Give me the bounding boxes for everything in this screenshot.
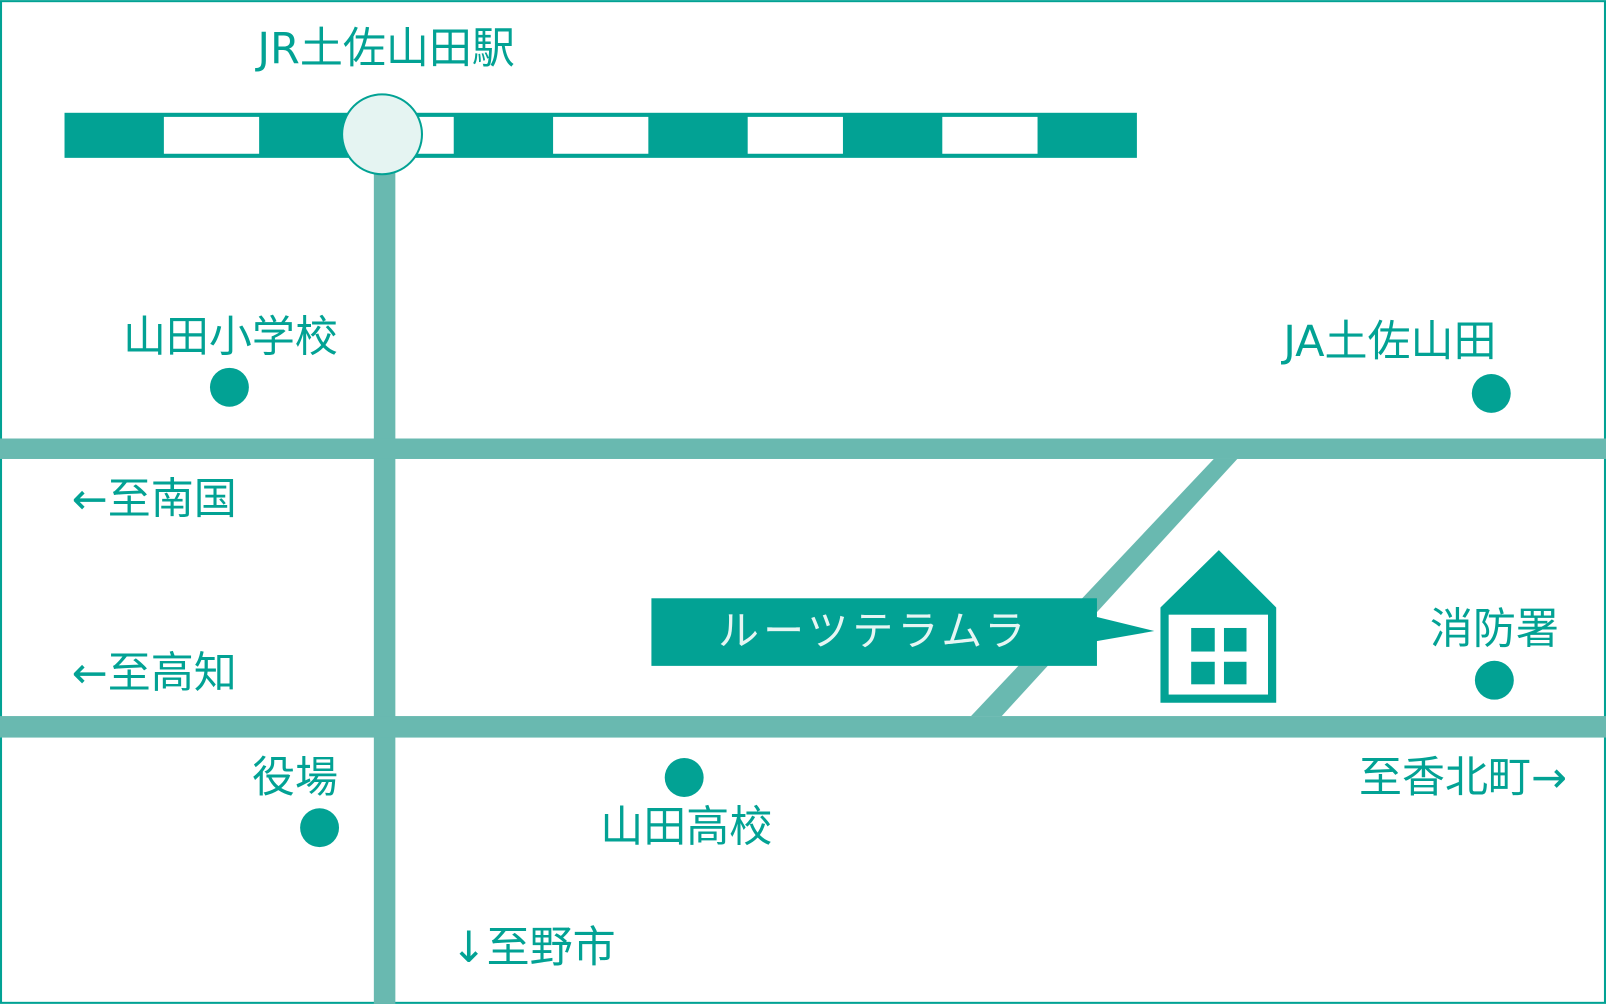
- direction-kochi: ←至高知: [72, 649, 237, 699]
- direction-kahoku: 至香北町→: [1359, 753, 1567, 803]
- landmark-label-fire-station: 消防署: [1430, 605, 1559, 655]
- direction-nankoku: ←至南国: [72, 474, 237, 524]
- landmark-label-high-school: 山田高校: [600, 802, 772, 852]
- road-lower: [0, 716, 1606, 738]
- railway-line: [64, 112, 1137, 158]
- station-marker: [341, 93, 424, 176]
- landmark-dot-ja: [1471, 373, 1511, 413]
- landmark-dot-town-office: [300, 808, 340, 848]
- landmark-label-ja: JA土佐山田: [1280, 317, 1496, 367]
- landmark-dot-high-school: [664, 758, 704, 797]
- landmark-label-town-office: 役場: [252, 753, 338, 803]
- facility-callout: ルーツテラムラ: [651, 598, 1155, 666]
- road-vertical: [373, 164, 396, 1004]
- landmark-dot-elementary-school: [209, 367, 249, 407]
- direction-noichi: ↓至野市: [451, 923, 616, 973]
- landmark-dot-fire-station: [1474, 660, 1514, 700]
- road-upper: [0, 438, 1606, 459]
- facility-label: ルーツテラムラ: [718, 607, 1029, 655]
- station-label: JR土佐山田駅: [254, 24, 515, 74]
- building-icon: [1160, 550, 1277, 703]
- landmark-label-elementary-school: 山田小学校: [123, 313, 338, 363]
